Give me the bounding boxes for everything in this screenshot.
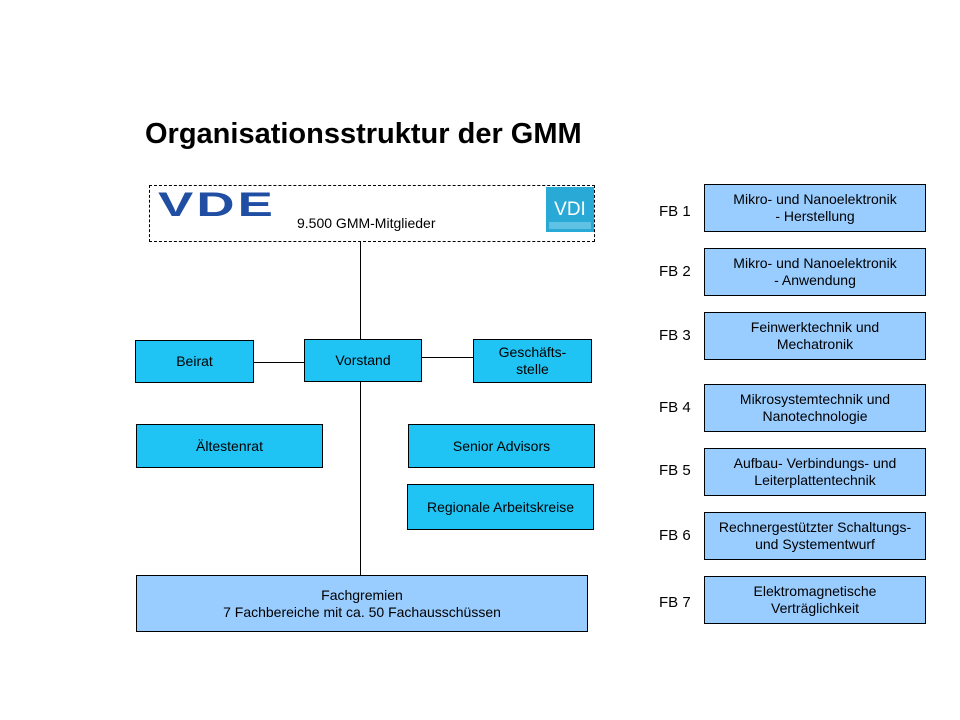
senior-advisors-label: Senior Advisors <box>452 437 551 454</box>
vde-logo-text: VDE <box>158 189 276 219</box>
vorstand-label: Vorstand <box>335 352 391 368</box>
fb-box: Aufbau- Verbindungs- und Leiterplattente… <box>704 448 926 496</box>
connector-top <box>360 242 361 340</box>
vdi-logo: VDI <box>546 187 594 232</box>
fb-box-line-2: Mechatronik <box>776 336 854 352</box>
fb-box-line-2: - Anwendung <box>774 272 856 288</box>
fb-box-line-2: Leiterplattentechnik <box>754 472 876 488</box>
fachgremien-label: Fachgremien <box>321 586 403 603</box>
geschaeftsstelle-label-line-2: stelle <box>516 361 549 377</box>
fb-box-line-1: Mikrosystemtechnik und <box>739 391 891 407</box>
fb-box: Rechnergestützter Schaltungs- und System… <box>704 512 926 560</box>
vde-logo: VDE <box>158 189 276 219</box>
connector-geschaeftsstelle <box>422 357 473 358</box>
fb-box: Feinwerktechnik und Mechatronik <box>704 312 926 360</box>
fb-box: Elektromagnetische Verträglichkeit <box>704 576 926 624</box>
fachgremien-box: Fachgremien 7 Fachbereiche mit ca. 50 Fa… <box>136 575 588 632</box>
vdi-logo-text: VDI <box>554 199 586 220</box>
regionale-arbeitskreise-label: Regionale Arbeitskreise <box>426 498 575 515</box>
fb-box-line-1: Elektromagnetische <box>753 583 877 599</box>
fb-label: FB 1 <box>659 203 691 220</box>
geschaeftsstelle-label-line-1: Geschäfts- <box>498 344 567 360</box>
fb-box-line-2: Verträglichkeit <box>771 600 859 616</box>
fb-box-line-1: Aufbau- Verbindungs- und <box>733 455 897 471</box>
fb-label: FB 6 <box>659 527 691 544</box>
aeltestenrat-box: Ältestenrat <box>136 424 323 468</box>
senior-advisors-box: Senior Advisors <box>408 424 595 468</box>
member-count: 9.500 GMM-Mitglieder <box>297 215 436 231</box>
fb-box: Mikro- und Nanoelektronik - Herstellung <box>704 184 926 232</box>
membership-frame <box>149 185 595 242</box>
fb-box-line-1: Rechnergestützter Schaltungs- <box>718 519 912 535</box>
vorstand-box: Vorstand <box>304 339 422 382</box>
beirat-label: Beirat <box>176 353 213 369</box>
fb-box-line-2: - Herstellung <box>775 208 855 224</box>
page-title: Organisationsstruktur der GMM <box>145 118 582 150</box>
regionale-arbeitskreise-box: Regionale Arbeitskreise <box>407 484 594 530</box>
fb-box-line-1: Feinwerktechnik und <box>750 319 880 335</box>
beirat-box: Beirat <box>135 340 254 383</box>
fb-box-line-1: Mikro- und Nanoelektronik <box>733 191 897 207</box>
connector-bottom <box>360 382 361 575</box>
connector-beirat <box>254 362 304 363</box>
geschaeftsstelle-box: Geschäfts- stelle <box>473 339 592 383</box>
fb-label: FB 3 <box>659 327 691 344</box>
fb-box-line-1: Mikro- und Nanoelektronik <box>733 255 897 271</box>
fb-label: FB 2 <box>659 263 691 280</box>
fachgremien-sublabel: 7 Fachbereiche mit ca. 50 Fachausschüsse… <box>223 603 501 620</box>
fb-box: Mikrosystemtechnik und Nanotechnologie <box>704 384 926 432</box>
fb-box-line-2: Nanotechnologie <box>762 408 868 424</box>
fb-label: FB 5 <box>659 462 691 479</box>
aeltestenrat-label: Ältestenrat <box>196 437 263 454</box>
fb-box: Mikro- und Nanoelektronik - Anwendung <box>704 248 926 296</box>
fb-label: FB 7 <box>659 594 691 611</box>
fb-label: FB 4 <box>659 399 691 416</box>
fb-box-line-2: und Systementwurf <box>755 536 875 552</box>
